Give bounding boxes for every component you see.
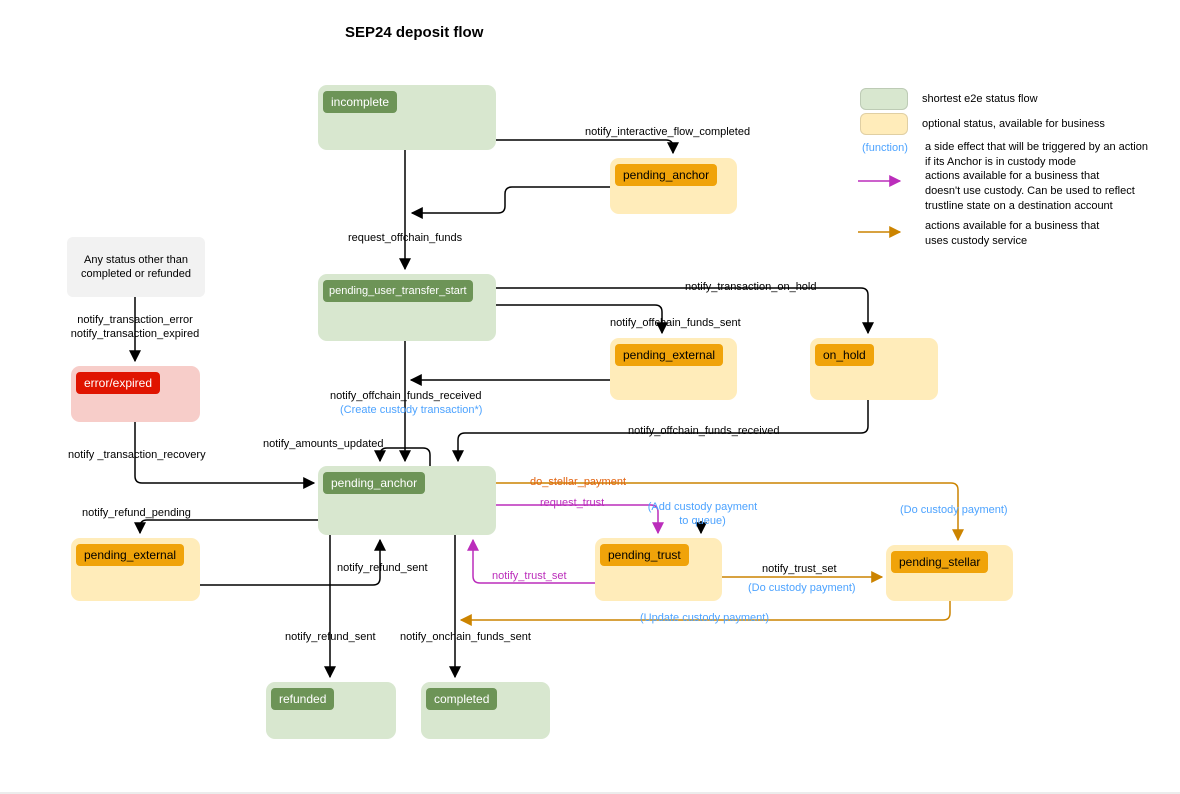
edge-label-request-trust: request_trust (540, 497, 605, 509)
node-pending-anchor-main-label: pending_anchor (323, 472, 426, 494)
legend-function-desc: a side effect that will be triggered by … (925, 141, 1148, 168)
edge-label-notify-offchain-funds-received-main: notify_offchain_funds_received (330, 390, 482, 402)
edge-label-notify-transaction-on-hold: notify_transaction_on_hold (685, 281, 817, 293)
legend-orange-desc: actions available for a business that us… (925, 220, 1100, 247)
node-error-expired: error/expired (71, 366, 200, 422)
node-completed-label: completed (426, 688, 498, 710)
edge-label-notify-refund-pending: notify_refund_pending (82, 507, 191, 519)
legend-yellow-swatch (860, 113, 908, 135)
edge-label-create-custody-transaction: (Create custody transaction*) (340, 404, 483, 416)
edge-label-notify-interactive-flow-completed: notify_interactive_flow_completed (585, 126, 751, 138)
edge-label-notify-trust-set-magenta: notify_trust_set (492, 570, 567, 582)
legend-magenta-desc: actions available for a business that do… (925, 170, 1135, 212)
node-pending-anchor-top-label: pending_anchor (615, 164, 718, 186)
edge-label-notify-onchain-funds-sent: notify_onchain_funds_sent (400, 631, 531, 643)
node-pending-stellar-label: pending_stellar (891, 551, 989, 573)
node-on-hold-label: on_hold (815, 344, 874, 366)
node-error-expired-label: error/expired (76, 372, 161, 394)
node-pending-user-transfer-start-label: pending_user_transfer_start (323, 280, 473, 302)
edge-label-notify-transaction-recovery: notify _transaction_recovery (68, 449, 206, 461)
edge-label-notify-offchain-funds-received-hold: notify_offchain_funds_received (628, 425, 780, 437)
node-pending-external-right: pending_external (610, 338, 737, 400)
edge-pending-anchor-return (410, 186, 610, 219)
legend-green-label: shortest e2e status flow (922, 93, 1038, 105)
node-on-hold: on_hold (810, 338, 938, 400)
edge-label-notify-amounts-updated: notify_amounts_updated (263, 438, 384, 450)
node-pending-external-left: pending_external (71, 538, 200, 601)
node-pending-user-transfer-start: pending_user_transfer_start (318, 274, 496, 341)
edge-label-notify-refund-sent-down: notify_refund_sent (285, 631, 376, 643)
node-pending-external-left-label: pending_external (76, 544, 185, 566)
edge-label-notify-offchain-funds-sent: notify_offchain_funds_sent (610, 317, 741, 329)
node-pending-anchor-main: pending_anchor (318, 466, 496, 535)
edge-label-do-stellar-payment: do_stellar_payment (530, 476, 627, 488)
edge-refund-pending (134, 519, 318, 535)
node-pending-trust: pending_trust (595, 538, 722, 601)
edge-label-do-custody-payment-mid: (Do custody payment) (748, 582, 856, 594)
edge-amounts-updated-loop (374, 447, 431, 466)
edge-label-notify-trust-set-black: notify_trust_set (762, 563, 837, 575)
node-refunded-label: refunded (271, 688, 335, 710)
node-pending-trust-label: pending_trust (600, 544, 689, 566)
node-pending-stellar: pending_stellar (886, 545, 1013, 601)
edge-label-transaction-error-expired: notify_transaction_error notify_transact… (70, 314, 200, 340)
edge-label-do-custody-payment-right: (Do custody payment) (900, 504, 1008, 516)
node-incomplete-label: incomplete (323, 91, 398, 113)
legend-yellow-label: optional status, available for business (922, 118, 1105, 130)
edge-label-update-custody-payment: (Update custody payment) (640, 612, 770, 624)
node-any-status-note: Any status other than completed or refun… (67, 237, 205, 297)
page-title: SEP24 deposit flow (345, 24, 484, 41)
node-completed: completed (421, 682, 550, 739)
node-refunded: refunded (266, 682, 396, 739)
node-pending-external-right-label: pending_external (615, 344, 724, 366)
edge-label-notify-refund-sent-up: notify_refund_sent (337, 562, 428, 574)
edge-label-request-offchain-funds: request_offchain_funds (348, 232, 463, 244)
node-incomplete: incomplete (318, 85, 496, 150)
legend-function-token: (function) (862, 142, 908, 154)
edge-label-add-custody-payment-to-queue: (Add custody payment to queue) (647, 501, 758, 527)
node-pending-anchor-top: pending_anchor (610, 158, 737, 214)
edge-incomplete-to-pending-anchor (496, 139, 679, 155)
legend-green-swatch (860, 88, 908, 110)
